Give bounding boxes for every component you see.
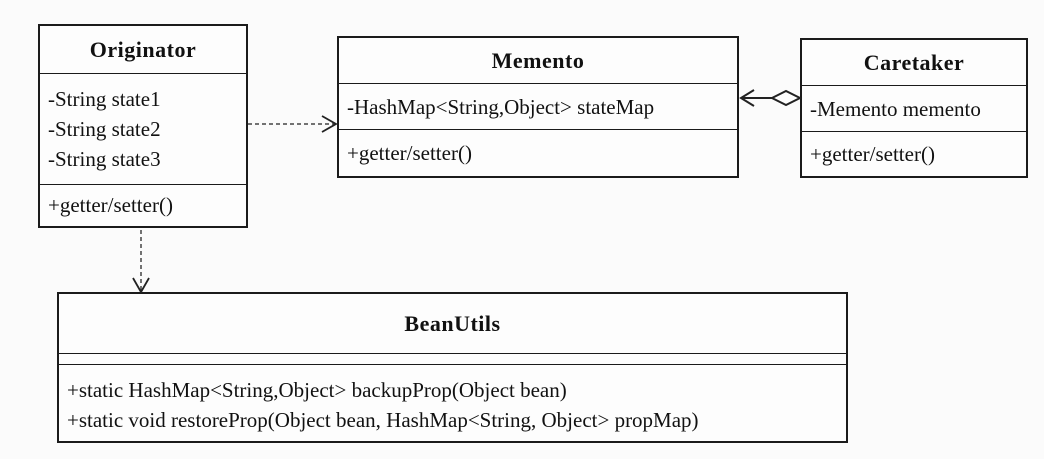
attributes-section: -Memento memento [802,86,1026,132]
operation: +getter/setter() [347,141,472,165]
class-name: Caretaker [802,40,1026,86]
memento-class: Memento -HashMap<String,Object> stateMap… [337,36,739,178]
attribute: -String state1 [48,87,161,111]
attribute: -Memento memento [810,97,981,121]
open-arrowhead [132,277,150,294]
attributes-section: -HashMap<String,Object> stateMap [339,84,737,130]
beanutils-class: BeanUtils +static HashMap<String,Object>… [57,292,848,443]
operations-section: +static HashMap<String,Object> backupPro… [59,365,846,435]
class-name: Originator [40,26,246,74]
originator-class: Originator -String state1 -String state2… [38,24,248,228]
caretaker-class: Caretaker -Memento memento +getter/sette… [800,38,1028,178]
operations-section: +getter/setter() [339,130,737,176]
operation: +getter/setter() [810,142,935,166]
open-arrowhead [739,89,755,107]
operation: +getter/setter() [48,193,173,217]
operations-section: +getter/setter() [40,185,246,226]
attribute: -HashMap<String,Object> stateMap [347,95,655,119]
operation: +static HashMap<String,Object> backupPro… [67,378,567,402]
attributes-section: -String state1 -String state2 -String st… [40,74,246,185]
class-name: BeanUtils [59,294,846,354]
attributes-section [59,354,846,365]
class-name: Memento [339,38,737,84]
operation: +static void restoreProp(Object bean, Ha… [67,408,699,432]
attribute: -String state2 [48,117,161,141]
operations-section: +getter/setter() [802,132,1026,176]
aggregation-diamond [769,89,803,107]
open-arrowhead [321,115,338,133]
attribute: -String state3 [48,147,161,171]
